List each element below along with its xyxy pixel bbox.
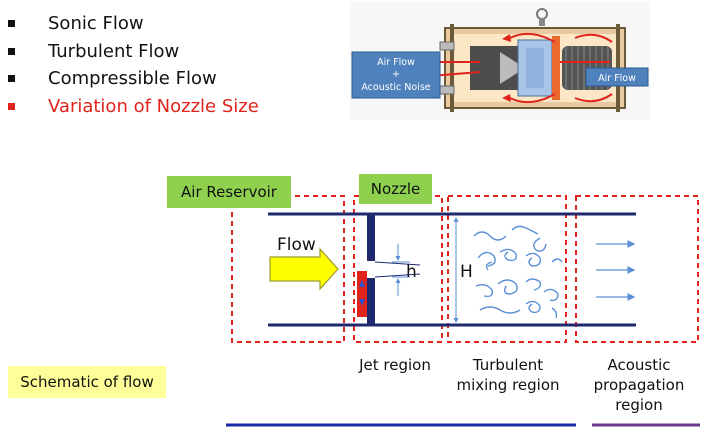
jet-region-label: Jet region — [359, 356, 431, 374]
bullet-text: Turbulent Flow — [48, 40, 180, 62]
device-left-label-3: Acoustic Noise — [361, 82, 430, 93]
bullet-square-icon — [8, 75, 15, 82]
flow-label: Flow — [277, 235, 316, 255]
bullet-item-highlight: Variation of Nozzle Size — [8, 93, 259, 121]
turbulent-region-label: Turbulent mixing region — [445, 355, 571, 395]
acoustic-region-label: Acoustic propagation region — [583, 355, 695, 415]
small-h-label: h — [406, 262, 417, 282]
bullet-square-icon — [8, 20, 15, 27]
acoustic-line-3: region — [615, 396, 663, 414]
device-left-label-1: Air Flow — [377, 57, 415, 68]
nozzle-insert — [357, 271, 367, 317]
bullet-item: Sonic Flow — [8, 10, 259, 38]
turbulent-line-2: mixing region — [456, 376, 560, 394]
device-right-label: Air Flow — [598, 73, 636, 84]
acoustic-line-1: Acoustic — [607, 356, 671, 374]
bullet-item: Turbulent Flow — [8, 38, 259, 66]
bullet-square-icon — [8, 47, 15, 55]
schematic-caption: Schematic of flow — [8, 366, 166, 398]
bullet-item: Compressible Flow — [8, 65, 259, 93]
turbulence-swirls — [473, 225, 563, 319]
silencer-cross-section-image: Air Flow + Acoustic Noise Air Flow — [350, 2, 650, 120]
nozzle-lower-plate — [367, 278, 375, 325]
air-reservoir-label: Air Reservoir — [167, 176, 291, 208]
acoustic-region-box — [575, 195, 699, 343]
bullet-text: Compressible Flow — [48, 68, 217, 89]
device-left-label-2: + — [392, 69, 400, 80]
large-h-label: H — [460, 262, 473, 282]
bullet-list: Sonic Flow Turbulent Flow Compressible F… — [8, 10, 259, 120]
flow-arrow-icon — [269, 247, 339, 291]
bullet-text: Variation of Nozzle Size — [48, 95, 259, 117]
acoustic-line-2: propagation — [593, 376, 685, 394]
turbulent-line-1: Turbulent — [472, 356, 544, 374]
nozzle-label: Nozzle — [359, 174, 432, 204]
turbulent-region-box — [447, 195, 567, 343]
bullet-square-icon — [8, 102, 15, 110]
nozzle-upper-plate — [367, 214, 375, 261]
bullet-text: Sonic Flow — [48, 13, 144, 34]
